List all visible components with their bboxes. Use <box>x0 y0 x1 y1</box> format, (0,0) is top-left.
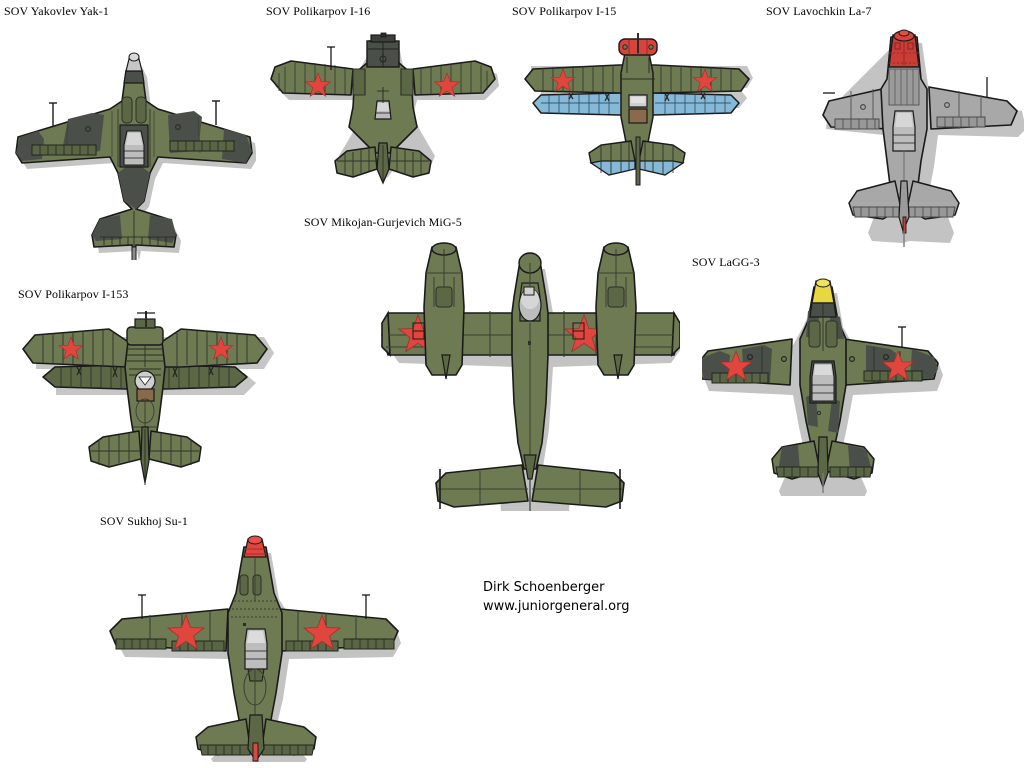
aircraft-mig-5 <box>380 240 680 518</box>
aircraft-lagg-3 <box>702 278 944 496</box>
aircraft-label-su-1: SOV Sukhoj Su-1 <box>100 514 188 528</box>
credit-block: Dirk Schoenberger www.juniorgeneral.org <box>483 578 629 616</box>
aircraft-label-i-15: SOV Polikarpov I-15 <box>512 4 617 18</box>
credit-author: Dirk Schoenberger <box>483 580 605 595</box>
aircraft-i-16 <box>262 30 502 188</box>
aircraft-su-1 <box>94 534 410 762</box>
aircraft-label-mig-5: SOV Mikojan-Gurjevich MiG-5 <box>304 215 462 229</box>
aircraft-la-7 <box>818 28 1024 256</box>
aircraft-yak-1 <box>4 38 256 260</box>
aircraft-i-153 <box>14 308 276 490</box>
aircraft-label-yak-1: SOV Yakovlev Yak-1 <box>4 4 109 18</box>
aircraft-label-i-153: SOV Polikarpov I-153 <box>18 287 129 301</box>
aircraft-label-la-7: SOV Lavochkin La-7 <box>766 4 872 18</box>
aircraft-label-i-16: SOV Polikarpov I-16 <box>266 4 371 18</box>
aircraft-label-lagg-3: SOV LaGG-3 <box>692 255 760 269</box>
credit-website: www.juniorgeneral.org <box>483 599 630 614</box>
aircraft-i-15 <box>516 30 754 188</box>
